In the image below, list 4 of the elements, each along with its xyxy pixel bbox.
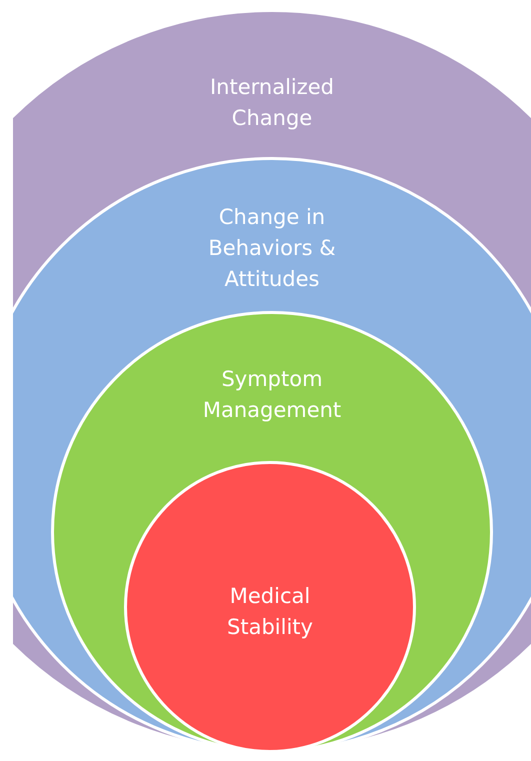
layer-label: Internalized Change <box>208 74 336 132</box>
layer-label: Change in Behaviors & Attitudes <box>207 204 337 293</box>
layer-label: Symptom Management <box>202 366 342 424</box>
layer-label: Medical Stability <box>226 583 314 641</box>
